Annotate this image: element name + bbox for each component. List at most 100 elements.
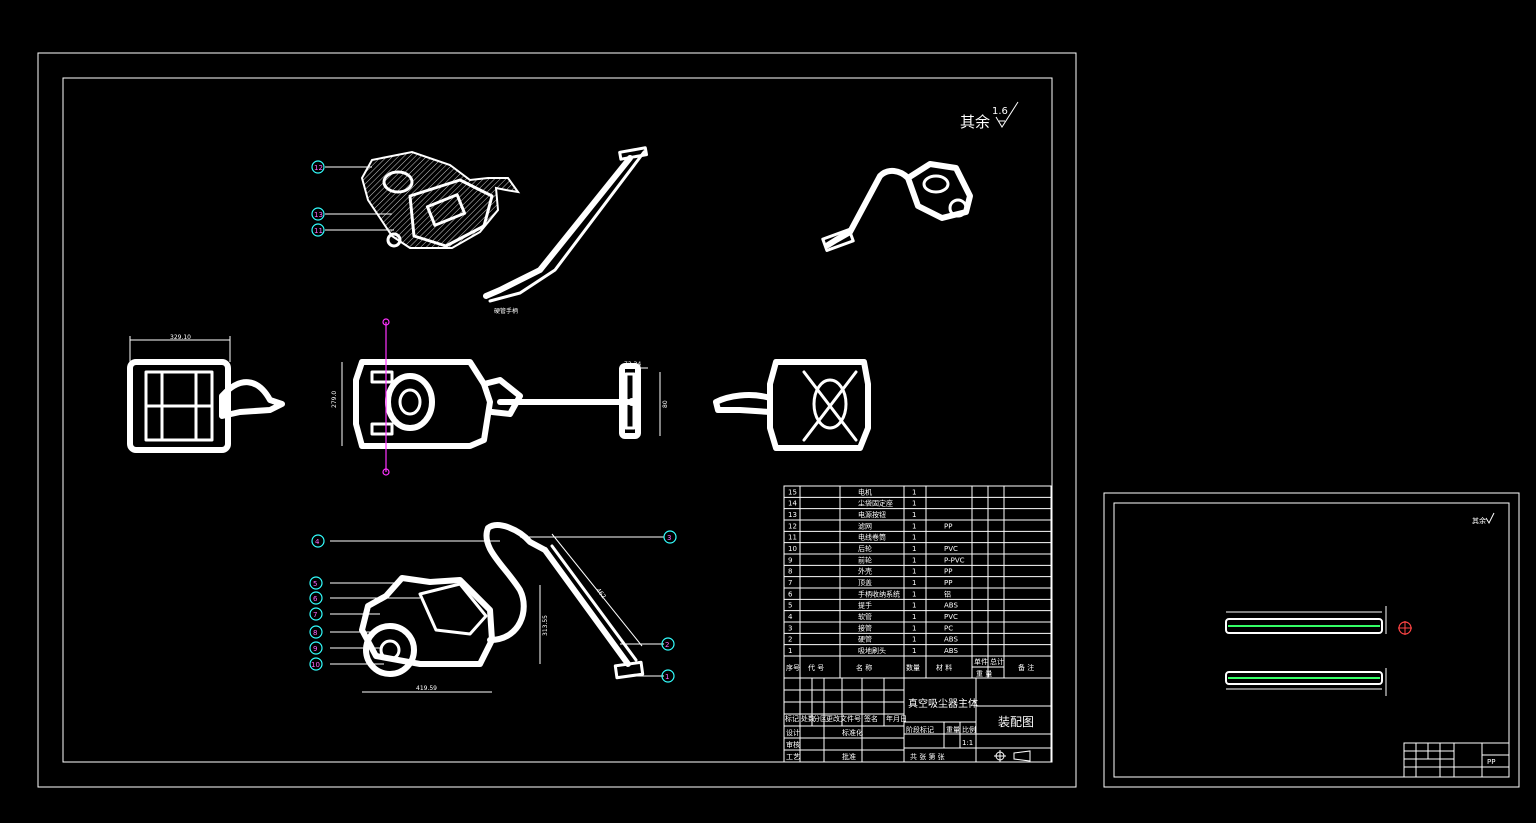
title-block: 标记 处数 分区 更改文件号 签名 年月日 设计 标准化 审核 工艺 批准 真空… — [783, 677, 1052, 763]
bom-cell-material: ABS — [944, 636, 958, 644]
bom-cell-qty: 1 — [912, 488, 916, 496]
bom-cell-qty: 1 — [912, 579, 916, 587]
svg-text:11: 11 — [314, 227, 323, 235]
rev-label-date: 年月日 — [886, 714, 907, 723]
balloon-4: 4 — [311, 534, 325, 548]
bom-cell-name: 后轮 — [858, 544, 872, 553]
bom-header-weight: 重 量 — [976, 670, 992, 678]
wand-with-handle: 硬管手柄 — [483, 146, 648, 315]
bom-cell-qty: 1 — [912, 636, 916, 644]
bom-cell-material: PP — [944, 522, 952, 530]
svg-text:73.34: 73.34 — [624, 361, 641, 368]
bom-cell-qty: 1 — [912, 522, 916, 530]
bom-cell-no: 9 — [788, 556, 792, 564]
svg-text:3: 3 — [667, 534, 671, 542]
bom-cell-qty: 1 — [912, 511, 916, 519]
isometric-view — [821, 161, 973, 252]
center-front-view: 279.0 73.34 80 — [331, 318, 669, 476]
role-review: 审核 — [786, 740, 800, 749]
roughness-symbol: 1.6 — [992, 101, 1019, 128]
bom-cell-name: 滤网 — [858, 521, 872, 530]
drawing-title: 真空吸尘器主体 — [908, 697, 978, 710]
balloon-10: 10 — [309, 657, 323, 671]
balloon-5: 5 — [309, 576, 323, 590]
bom-cell-material: ABS — [944, 602, 958, 610]
svg-text:419.59: 419.59 — [416, 685, 437, 692]
bom-cell-no: 2 — [788, 636, 792, 644]
rev-label-docno: 更改文件号 — [826, 714, 861, 723]
bom-cell-qty: 1 — [912, 613, 916, 621]
bom-header-no: 序号 — [786, 663, 800, 672]
bom-cell-name: 软管 — [858, 612, 872, 621]
balloon-11: 11 — [311, 223, 325, 237]
bom-cell-no: 8 — [788, 568, 792, 576]
balloon-3: 3 — [663, 530, 677, 544]
bom-cell-material: P-PVC — [944, 556, 965, 564]
bom-cell-name: 尘袋固定座 — [858, 499, 893, 508]
role-approve: 批准 — [842, 752, 856, 761]
bom-cell-name: 吸地刷头 — [858, 646, 886, 655]
weight-label: 重量 — [946, 726, 960, 734]
bom-cell-name: 提手 — [858, 601, 872, 610]
bom-cell-no: 7 — [788, 579, 792, 587]
secondary-surface-note: 其余 — [1472, 516, 1486, 525]
bom-cell-qty: 1 — [912, 590, 916, 598]
balloon-9: 9 — [309, 641, 323, 655]
secondary-material: PP — [1487, 758, 1495, 766]
rev-label-mark: 标记 — [785, 714, 799, 723]
svg-text:7: 7 — [313, 611, 317, 619]
svg-text:9: 9 — [313, 645, 317, 653]
svg-text:10: 10 — [311, 661, 320, 669]
drawing-name: 装配图 — [998, 715, 1034, 729]
svg-text:8: 8 — [313, 629, 317, 637]
balloon-7: 7 — [309, 607, 323, 621]
bom-cell-qty: 1 — [912, 647, 916, 655]
svg-text:13: 13 — [314, 211, 323, 219]
lower-assembly-view: 462 313.55 419.59 — [330, 522, 664, 693]
svg-text:462: 462 — [594, 587, 607, 600]
stage-label: 阶段标记 — [906, 725, 934, 734]
bom-cell-name: 硬管 — [858, 635, 872, 644]
main-sheet-inner-frame — [62, 77, 1053, 763]
exploded-view-upper — [325, 150, 521, 249]
bom-cell-name: 电机 — [858, 487, 872, 496]
bom-cell-qty: 1 — [912, 500, 916, 508]
balloon-1: 1 — [661, 669, 675, 683]
bom-cell-no: 12 — [788, 522, 797, 530]
bom-cell-no: 15 — [788, 488, 797, 496]
part-lower-rod — [1225, 668, 1387, 696]
balloon-8: 8 — [309, 625, 323, 639]
secondary-sheet: 其余 PP — [1103, 492, 1520, 788]
svg-text:5: 5 — [313, 580, 317, 588]
bom-cell-material: PC — [944, 624, 953, 632]
bom-header-total: 总计 — [990, 657, 1004, 666]
bom-cell-qty: 1 — [912, 534, 916, 542]
svg-text:80: 80 — [662, 400, 669, 408]
bom-cell-qty: 1 — [912, 568, 916, 576]
bom-cell-material: ABS — [944, 647, 958, 655]
bom-cell-no: 1 — [788, 647, 792, 655]
role-standard: 标准化 — [842, 728, 863, 737]
bom-header-remark: 备 注 — [1018, 663, 1034, 672]
svg-text:329.10: 329.10 — [170, 334, 191, 341]
balloon-12: 12 — [311, 160, 325, 174]
projection-symbol — [994, 750, 1031, 762]
bom-cell-name: 电线卷筒 — [858, 533, 886, 542]
bom-cell-name: 顶盖 — [858, 578, 872, 587]
bom-cell-name: 手柄收纳系统 — [858, 589, 900, 598]
role-process: 工艺 — [786, 753, 800, 761]
svg-text:6: 6 — [313, 595, 318, 603]
balloon-13: 13 — [311, 207, 325, 221]
bom-cell-name: 外壳 — [858, 567, 872, 576]
bom-cell-name: 前轮 — [858, 555, 872, 564]
surface-note: 其余 — [960, 113, 990, 131]
bom-cell-no: 4 — [788, 613, 793, 621]
left-plan-view: 329.10 — [127, 334, 285, 453]
bom-header-name: 名 称 — [856, 663, 872, 672]
role-design: 设计 — [786, 728, 800, 737]
svg-text:硬管手柄: 硬管手柄 — [494, 307, 518, 315]
scale-value: 1:1 — [962, 739, 973, 747]
svg-text:1.6: 1.6 — [992, 106, 1008, 117]
bom-cell-no: 13 — [788, 511, 797, 519]
